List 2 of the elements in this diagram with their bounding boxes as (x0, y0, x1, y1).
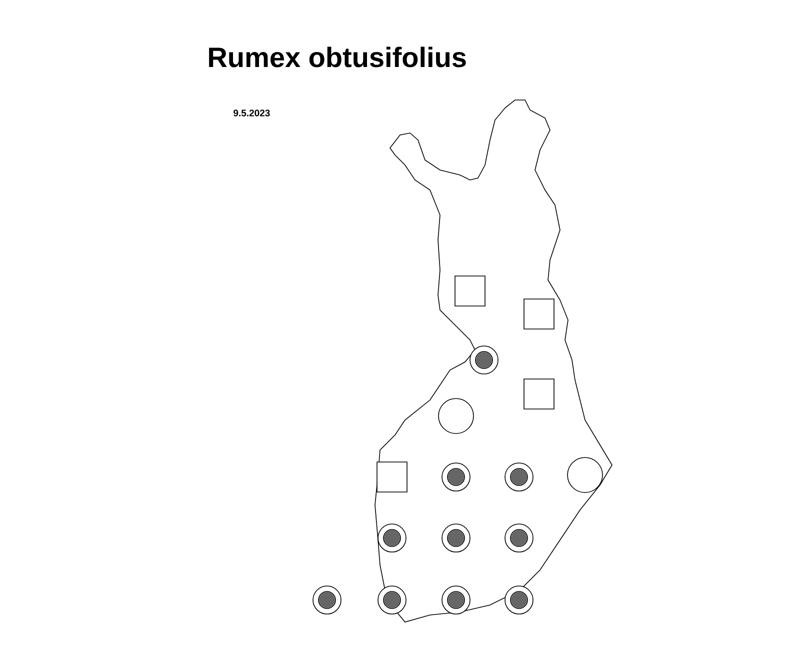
date-label: 9.5.2023 (234, 110, 270, 116)
title: Rumex obtusifolius (209, 46, 466, 68)
